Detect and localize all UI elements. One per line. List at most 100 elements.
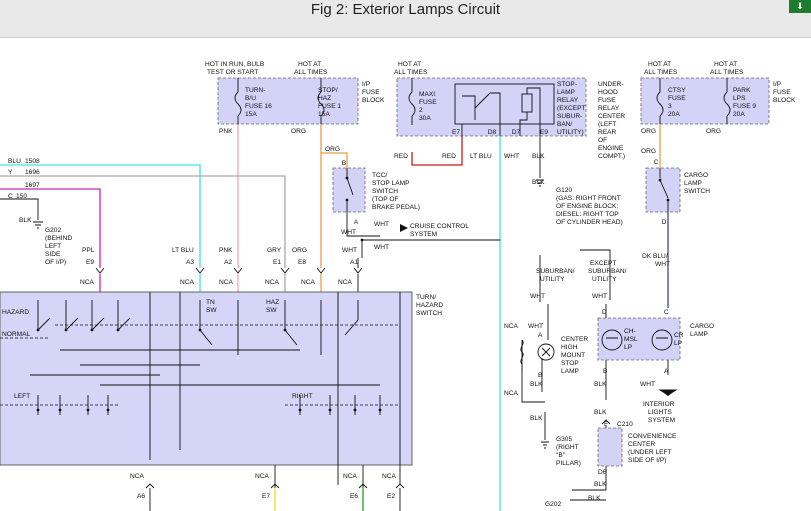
maxi-2: FUSE bbox=[419, 99, 437, 106]
hot-all-2a: HOT AT bbox=[398, 61, 421, 68]
lbl-blk-chmsl: BLK bbox=[530, 381, 543, 388]
underhood-fuse-relay-center bbox=[396, 77, 587, 137]
fuse-block-2-labels: HOT AT ALL TIMES HOT AT ALL TIMES CTSY F… bbox=[644, 61, 796, 118]
uh-9: ENGINE bbox=[598, 145, 624, 152]
g120-2: (GAS: RIGHT FRONT bbox=[556, 195, 621, 202]
circuit-1696: 1696 bbox=[25, 169, 40, 176]
lbl-blk-g305: BLK bbox=[530, 415, 543, 422]
g305-1: G305 bbox=[556, 436, 572, 443]
uh-3: FUSE bbox=[598, 97, 616, 104]
tcc-2: STOP LAMP bbox=[372, 180, 410, 187]
lbl-wht-exsub: WHT bbox=[592, 293, 607, 300]
lbl-red-1: RED bbox=[394, 153, 408, 160]
exsub-3: UTILITY bbox=[592, 276, 617, 283]
lbl-wht-cruise: WHT bbox=[374, 221, 389, 228]
sw-wire-org: ORG bbox=[292, 247, 307, 254]
wire-org-tcc bbox=[321, 152, 348, 168]
g305-3: "B" bbox=[556, 452, 566, 459]
tn-sw-1: TN bbox=[206, 299, 215, 306]
ip-fuse-1a: I/P bbox=[362, 81, 371, 88]
nca-r2: NCA bbox=[504, 390, 519, 397]
lbl-org-top: ORG bbox=[291, 128, 306, 135]
chmsl-3: MOUNT bbox=[561, 352, 585, 359]
fuse-stop-4: 15A bbox=[318, 111, 330, 118]
figure-title: Fig 2: Exterior Lamps Circuit bbox=[310, 1, 501, 18]
hot-run-label-2: TEST OR START bbox=[207, 69, 258, 76]
relay-pin-d7: D7 bbox=[512, 129, 521, 136]
lbl-org-cargo: ORG bbox=[641, 148, 656, 155]
lbl-dkblu-1: DK BLU/ bbox=[642, 253, 668, 260]
cargo-3: SWITCH bbox=[684, 188, 710, 195]
underhood-labels: HOT AT ALL TIMES MAXI FUSE 2 30A STOP- L… bbox=[394, 61, 625, 160]
hot-all-3b: ALL TIMES bbox=[644, 69, 678, 76]
ip-fuse-1c: BLOCK bbox=[362, 97, 385, 104]
chmsl-lp-2: MSL bbox=[624, 336, 638, 343]
cruise-1: CRUISE CONTROL bbox=[410, 223, 469, 230]
g202-5: OF I/P) bbox=[45, 259, 66, 266]
g120-3: OF ENGINE BLOCK; bbox=[556, 203, 618, 210]
lbl-blk-g202b: BLK bbox=[588, 495, 601, 502]
relay-4: (EXCEPT bbox=[557, 105, 586, 112]
nca-r1: NCA bbox=[504, 323, 519, 330]
ctsy-1: CTSY bbox=[668, 87, 686, 94]
g120-1: G120 bbox=[556, 187, 572, 194]
circuit-150: 150 bbox=[16, 193, 27, 200]
maxi-3: 2 bbox=[419, 107, 423, 114]
relay-3: RELAY bbox=[557, 97, 579, 104]
turn-hazard-switch-labels: TURN/ HAZARD SWITCH HAZARD NORMAL TN SW … bbox=[2, 294, 443, 500]
nca-5: NCA bbox=[301, 279, 316, 286]
sub-2: UTILITY bbox=[540, 276, 565, 283]
cargo-lamp-2: LAMP bbox=[690, 331, 709, 338]
hot-all-1b: ALL TIMES bbox=[294, 69, 328, 76]
ip-fuse-2b: FUSE bbox=[773, 89, 791, 96]
lbl-wht-sub: WHT bbox=[530, 293, 545, 300]
nca-b2: NCA bbox=[255, 473, 270, 480]
nca-3: NCA bbox=[219, 279, 234, 286]
box-pin-a: A bbox=[664, 368, 669, 375]
cargo-pin-c: C bbox=[654, 159, 659, 166]
ip-fuse-block-2 bbox=[640, 77, 770, 125]
hot-all-4b: ALL TIMES bbox=[710, 69, 744, 76]
stop-lamp-relay bbox=[454, 83, 555, 125]
wire-gry bbox=[0, 175, 286, 292]
nca-b4: NCA bbox=[382, 473, 397, 480]
int-3: SYSTEM bbox=[648, 417, 675, 424]
lbl-red-2: RED bbox=[442, 153, 456, 160]
lbl-org-park: ORG bbox=[706, 128, 721, 135]
ip-fuse-2c: BLOCK bbox=[773, 97, 796, 104]
c210-pin-f: F bbox=[604, 421, 608, 428]
conv-4: SIDE OF I/P) bbox=[628, 457, 666, 464]
tn-sw-2: SW bbox=[206, 307, 217, 314]
nca-b3: NCA bbox=[343, 473, 358, 480]
fuse-turn-3: FUSE 16 bbox=[245, 103, 272, 110]
figure-header: Fig 2: Exterior Lamps Circuit ⬇ bbox=[0, 0, 811, 38]
lbl-wht-a1: WHT bbox=[342, 247, 357, 254]
exsub-1: EXCEPT bbox=[590, 260, 616, 267]
fuse-block-1-labels: HOT IN RUN, BULB TEST OR START HOT AT AL… bbox=[205, 61, 385, 118]
bottom-pin-e7: E7 bbox=[262, 493, 270, 500]
nca-6: NCA bbox=[338, 279, 353, 286]
left-label: LEFT bbox=[14, 393, 30, 400]
cargo-switch-labels: C D CARGO LAMP SWITCH bbox=[654, 159, 711, 226]
tcc-pin-b: B bbox=[342, 160, 347, 167]
relay-pin-e9: E9 bbox=[540, 129, 548, 136]
relay-7: UTILITY) bbox=[557, 129, 584, 136]
fuse-stop-1: STOP/ bbox=[318, 87, 338, 94]
haz-sw-2: SW bbox=[266, 307, 277, 314]
sw-wire-ppl: PPL bbox=[82, 247, 95, 254]
g305-4: PILLAR) bbox=[556, 460, 581, 467]
fuse-turn-4: 15A bbox=[245, 111, 257, 118]
exsub-2: SUBURBAN/ bbox=[588, 268, 627, 275]
lbl-blk-relay: BLK bbox=[532, 153, 545, 160]
uh-2: HOOD bbox=[598, 89, 618, 96]
lbl-blk-d6: BLK bbox=[594, 481, 607, 488]
relay-pin-d8: D8 bbox=[488, 129, 497, 136]
bottom-pin-e6: E6 bbox=[350, 493, 358, 500]
lbl-ltblu-relay: LT BLU bbox=[470, 153, 492, 160]
wire-red bbox=[411, 136, 463, 166]
cargo-lamp-switch bbox=[645, 167, 681, 213]
convenience-center bbox=[597, 427, 623, 467]
chmsl-cargo-lamp-box bbox=[597, 317, 681, 361]
cargo-1: CARGO bbox=[684, 172, 708, 179]
